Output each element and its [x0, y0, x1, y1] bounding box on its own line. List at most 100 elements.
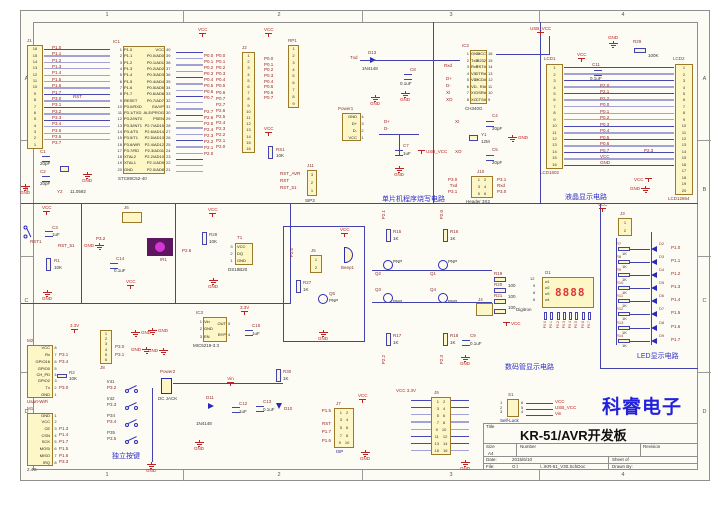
net-label: P2.1 — [381, 210, 386, 220]
crystal-icon[interactable] — [469, 135, 478, 141]
reset-switch-icon[interactable] — [25, 226, 33, 239]
led-icon[interactable] — [651, 246, 657, 252]
pin-number: 3 — [33, 129, 37, 135]
led-icon[interactable] — [651, 324, 657, 331]
resistor-icon[interactable] — [618, 260, 630, 265]
segment-resistor[interactable]: P0.3 — [562, 312, 568, 338]
pin-number: 7 — [436, 419, 439, 425]
segment-resistor[interactable]: P0.2 — [556, 312, 562, 338]
capacitor-icon[interactable] — [45, 231, 53, 237]
capacitor-icon[interactable] — [486, 121, 494, 127]
transistor-icon[interactable] — [318, 294, 328, 304]
resistor-icon[interactable] — [386, 229, 391, 242]
segment-resistor[interactable]: P0.5 — [574, 312, 580, 338]
resistor-icon[interactable] — [618, 247, 630, 251]
capacitor-icon[interactable] — [462, 340, 470, 346]
capacitor-icon[interactable] — [232, 407, 240, 413]
capacitor-icon[interactable] — [395, 150, 403, 156]
net-label: P1.3 — [671, 284, 681, 290]
resistor-icon[interactable] — [202, 232, 207, 245]
led-icon[interactable] — [651, 298, 657, 305]
capacitor-icon[interactable] — [42, 156, 50, 162]
led-icon[interactable] — [651, 259, 657, 266]
resistor-icon[interactable] — [57, 374, 67, 378]
resistor-icon[interactable] — [494, 288, 506, 293]
resistor-icon[interactable] — [618, 286, 630, 291]
connector-j4[interactable] — [476, 303, 493, 316]
potentiometer-icon[interactable] — [634, 48, 646, 53]
transistor-icon[interactable] — [438, 260, 448, 270]
title-label: Title — [486, 424, 495, 429]
led-icon[interactable] — [651, 311, 657, 318]
resistor-icon[interactable] — [618, 299, 630, 304]
segment-resistor[interactable]: P0.1 — [549, 312, 555, 338]
resistor-icon[interactable] — [494, 277, 506, 282]
resistor-icon[interactable] — [296, 280, 301, 293]
capacitor-icon[interactable] — [256, 406, 264, 412]
resistor-icon[interactable] — [618, 273, 630, 278]
wire — [549, 36, 550, 54]
pin-number: 4 — [553, 84, 556, 90]
resistor-icon[interactable] — [46, 258, 51, 271]
net-label: P3.1 — [497, 177, 507, 182]
resistor-icon[interactable] — [443, 229, 448, 242]
capacitor-icon[interactable] — [245, 330, 253, 336]
led-icon[interactable] — [651, 272, 657, 279]
resistor-icon[interactable] — [386, 333, 391, 346]
resistor-icon[interactable] — [494, 309, 506, 314]
pin-number: 16 — [488, 51, 493, 57]
capacitor-icon[interactable] — [404, 74, 412, 80]
led-icon[interactable] — [651, 337, 657, 344]
resistor-icon[interactable] — [443, 333, 448, 346]
resistor-icon[interactable] — [494, 299, 506, 304]
resistor-icon[interactable] — [276, 369, 281, 382]
led-icon[interactable] — [276, 403, 282, 409]
net-label: P1.5 — [321, 408, 331, 413]
capacitor-icon[interactable] — [110, 263, 118, 269]
dc-jack-icon[interactable] — [161, 378, 172, 394]
vcc-symbol: VCC — [634, 177, 652, 183]
transistor-icon[interactable] — [383, 260, 393, 270]
ir-receiver-icon[interactable] — [147, 238, 173, 256]
resistor-icon[interactable] — [618, 338, 630, 343]
capacitor-icon[interactable] — [42, 176, 50, 182]
net-label: P2.1 — [204, 145, 214, 151]
segment-resistor[interactable]: P0.0 — [543, 312, 549, 338]
crystal-icon[interactable] — [60, 166, 69, 172]
resistor-icon[interactable] — [618, 312, 630, 317]
segment-resistor[interactable]: P0.6 — [581, 312, 587, 338]
diode-icon[interactable] — [208, 403, 214, 409]
pin-number: 7 — [466, 90, 469, 96]
segment-resistor[interactable]: P0.4 — [568, 312, 574, 338]
connector-j6[interactable] — [122, 212, 142, 223]
pin-name: XTAL2 — [124, 154, 136, 160]
self-lock-switch[interactable] — [507, 399, 519, 417]
lcd-ref: LCD2 — [673, 56, 685, 61]
resistor-icon[interactable] — [268, 146, 273, 159]
led-icon[interactable] — [651, 285, 657, 292]
resistor-icon[interactable] — [618, 325, 630, 330]
segment-resistor[interactable]: P0.7 — [587, 312, 593, 338]
capacitor-icon[interactable] — [486, 155, 494, 161]
